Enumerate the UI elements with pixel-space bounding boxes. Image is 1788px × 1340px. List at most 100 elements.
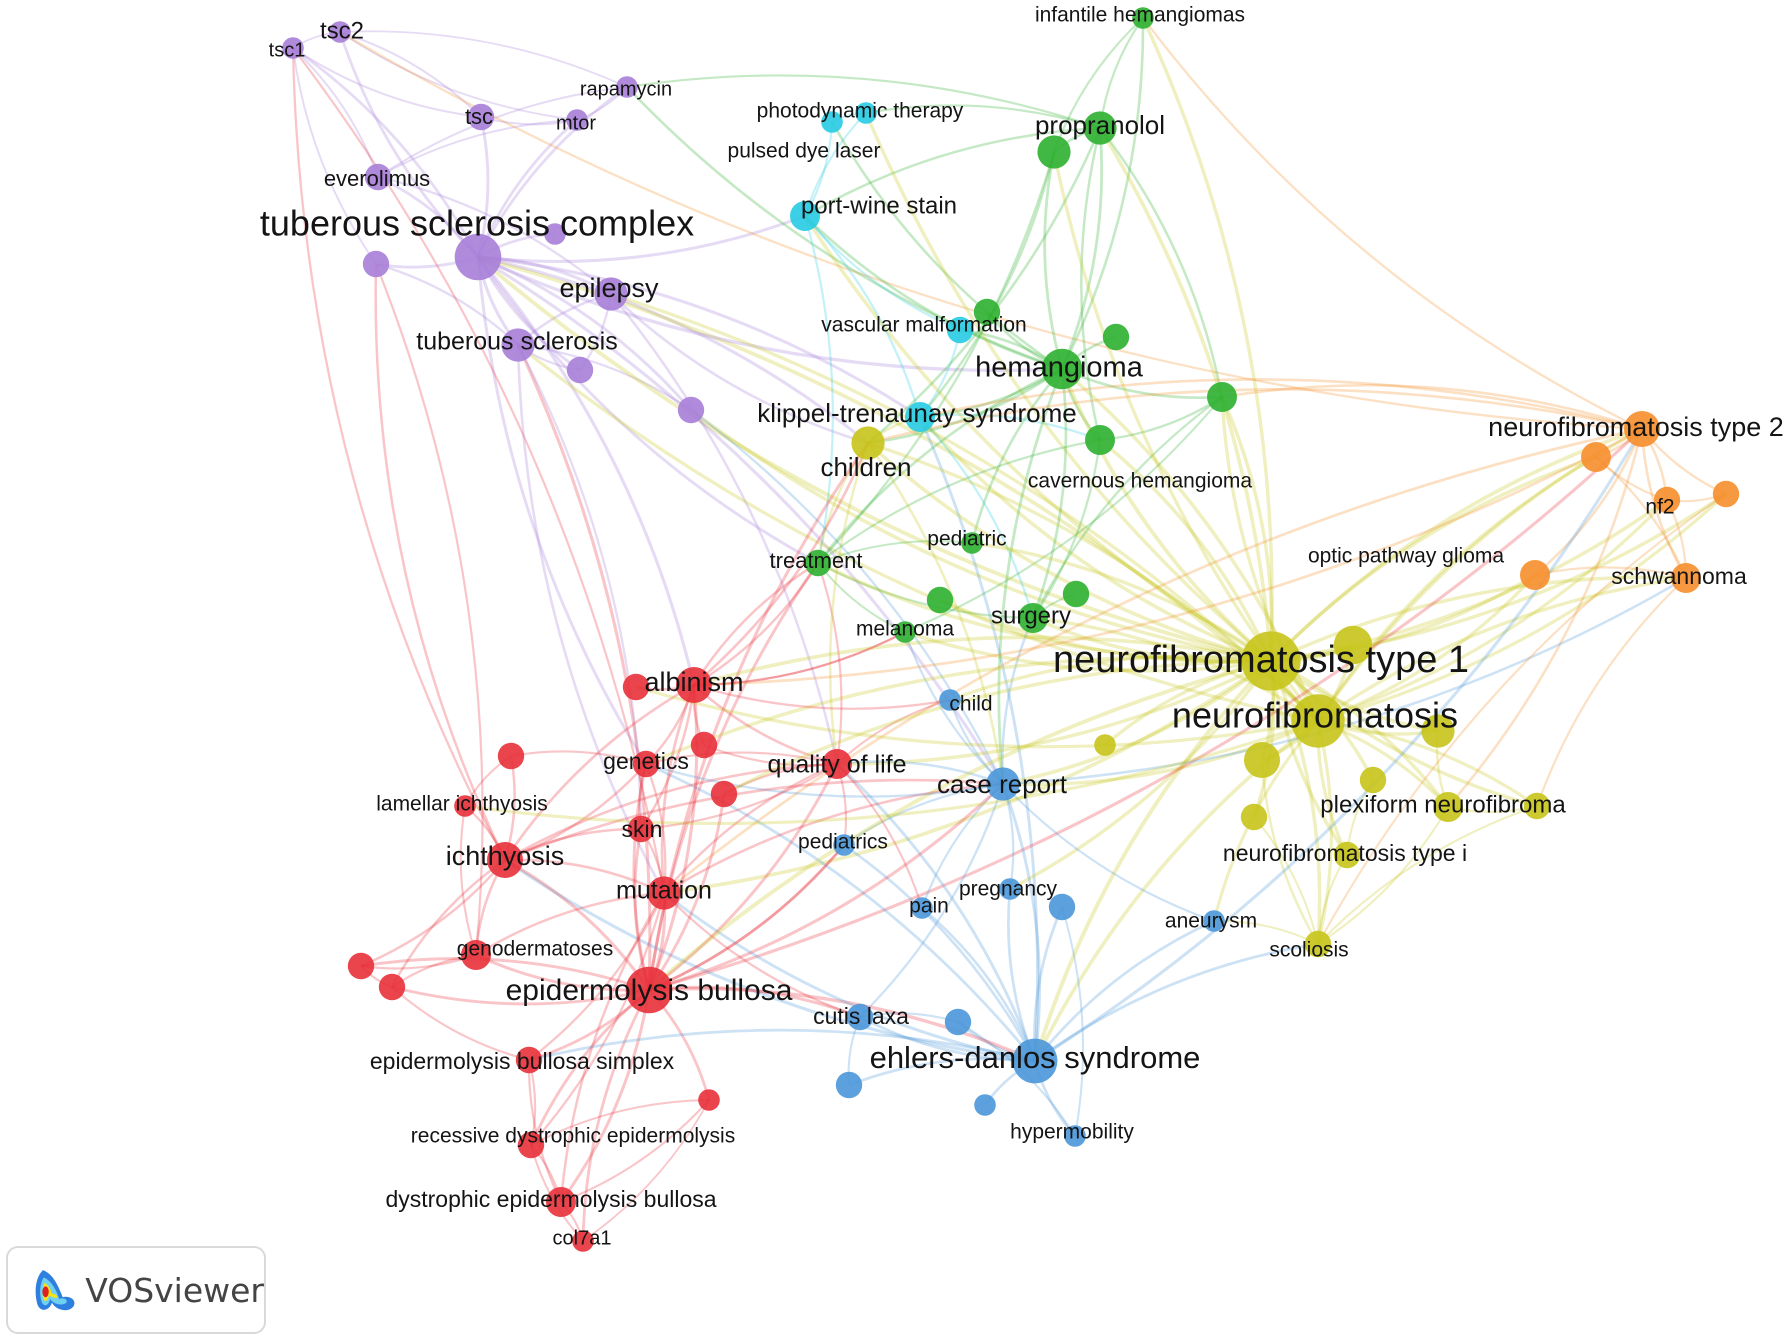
node-hypermobility[interactable] <box>1064 1125 1086 1147</box>
node-plexiform[interactable] <box>1433 792 1463 822</box>
node-nf[interactable] <box>1291 694 1345 748</box>
edge-melanoma-case-report <box>903 631 1004 785</box>
node-cavernous[interactable] <box>1085 425 1115 455</box>
node-mutation[interactable] <box>647 876 681 910</box>
node-g-unlabeled-2[interactable] <box>973 298 1001 326</box>
node-surgery[interactable] <box>1018 603 1048 633</box>
edge-infantile-nf1 <box>1141 17 1274 662</box>
edge-g-unlabeled-5-nf1 <box>939 598 1272 664</box>
node-eds[interactable] <box>1012 1038 1058 1084</box>
node-deb[interactable] <box>546 1187 576 1217</box>
node-infantile[interactable] <box>1132 7 1154 29</box>
edge-tsc1-ichthyosis <box>291 47 507 861</box>
node-nf2-type[interactable] <box>1624 411 1660 447</box>
edge-rapamycin-propranolol <box>626 74 1101 130</box>
node-qol[interactable] <box>822 749 852 779</box>
node-g-unlabeled-1[interactable] <box>1037 135 1071 169</box>
node-g-unlabeled-3[interactable] <box>1207 382 1237 412</box>
node-tsc-complex[interactable] <box>454 233 502 281</box>
node-y-unlabeled-3[interactable] <box>1421 714 1455 748</box>
node-r-unlabeled-7[interactable] <box>698 1089 720 1111</box>
node-scoliosis[interactable] <box>1304 930 1332 958</box>
edge-eds-pain <box>921 906 1037 1062</box>
edge-p-unlabeled-3-nf1 <box>689 408 1272 663</box>
node-pws[interactable] <box>790 201 820 231</box>
node-b-unlabeled-3[interactable] <box>1048 893 1076 921</box>
label-lamellar: lamellar ichthyosis <box>376 793 548 816</box>
node-eb[interactable] <box>625 966 673 1014</box>
node-case-report[interactable] <box>986 767 1020 801</box>
node-vascular[interactable] <box>946 316 974 344</box>
node-y-unlabeled-5[interactable] <box>1523 792 1551 820</box>
node-b-unlabeled-1[interactable] <box>944 1008 972 1036</box>
node-children[interactable] <box>851 426 885 460</box>
node-pediatrics[interactable] <box>833 834 855 856</box>
node-pediatric[interactable] <box>961 532 983 554</box>
node-pain[interactable] <box>911 897 933 919</box>
node-r-unlabeled-1[interactable] <box>622 673 650 701</box>
node-o-unlabeled-2[interactable] <box>1712 480 1740 508</box>
node-g-unlabeled-4[interactable] <box>1102 323 1130 351</box>
edge-albinism-eb <box>647 684 699 991</box>
node-pregnancy[interactable] <box>999 878 1021 900</box>
node-tsc1[interactable] <box>282 37 304 59</box>
node-albinism[interactable] <box>676 667 712 703</box>
node-rdeb[interactable] <box>517 1131 545 1159</box>
node-y-unlabeled-6[interactable] <box>1359 766 1387 794</box>
node-b-unlabeled-2[interactable] <box>835 1071 863 1099</box>
node-y-unlabeled-2[interactable] <box>1244 742 1280 778</box>
edge-treatment-eb <box>647 562 820 991</box>
node-pdl[interactable] <box>821 111 843 133</box>
node-r-unlabeled-2[interactable] <box>497 742 525 770</box>
node-r-unlabeled-6[interactable] <box>378 973 406 1001</box>
node-g-unlabeled-6[interactable] <box>1062 580 1090 608</box>
node-ichthyosis[interactable] <box>487 842 523 878</box>
edge-treatment-albinism <box>693 562 820 687</box>
node-g-unlabeled-5[interactable] <box>926 586 954 614</box>
edge-hemangioma-treatment <box>816 367 1063 564</box>
node-kts[interactable] <box>905 402 935 432</box>
node-ebs[interactable] <box>515 1046 543 1074</box>
node-col7a1[interactable] <box>572 1230 594 1252</box>
node-genodermatoses[interactable] <box>461 940 491 970</box>
node-propranolol[interactable] <box>1083 111 1117 145</box>
node-photodynamic[interactable] <box>855 102 877 124</box>
node-nf1[interactable] <box>1241 631 1301 691</box>
node-aneurysm[interactable] <box>1203 910 1225 932</box>
node-r-unlabeled-4[interactable] <box>710 780 738 808</box>
node-melanoma[interactable] <box>894 621 916 643</box>
node-tsc[interactable] <box>467 103 495 131</box>
node-p-unlabeled-4[interactable] <box>544 223 566 245</box>
node-skin[interactable] <box>627 815 655 843</box>
node-nf2[interactable] <box>1653 486 1681 514</box>
node-r-unlabeled-3[interactable] <box>690 731 718 759</box>
node-schwannoma[interactable] <box>1671 563 1701 593</box>
node-child[interactable] <box>939 689 961 711</box>
node-hemangioma[interactable] <box>1041 348 1083 390</box>
node-b-unlabeled-4[interactable] <box>974 1094 996 1116</box>
edge-y-unlabeled-2-scoliosis <box>1260 759 1320 945</box>
node-y-unlabeled-4[interactable] <box>1240 803 1268 831</box>
edge-nf2-type-plexiform <box>1447 428 1644 808</box>
node-cutis-laxa[interactable] <box>846 1003 874 1031</box>
edge-g-unlabeled-3-nf2-type <box>1221 383 1643 431</box>
node-genetics[interactable] <box>632 750 660 778</box>
node-y-unlabeled-7[interactable] <box>1094 734 1116 756</box>
node-tuberous-sclerosis[interactable] <box>501 328 535 362</box>
edge-kts-nf1 <box>918 415 1272 663</box>
node-treatment[interactable] <box>804 549 832 577</box>
node-r-unlabeled-5[interactable] <box>347 952 375 980</box>
node-nf-type-i[interactable] <box>1333 841 1361 869</box>
node-mtor[interactable] <box>566 109 588 131</box>
node-o-unlabeled-1[interactable] <box>1581 442 1611 472</box>
node-rapamycin[interactable] <box>616 76 638 98</box>
node-y-unlabeled-1[interactable] <box>1333 625 1373 665</box>
node-everolimus[interactable] <box>364 163 392 191</box>
node-lamellar[interactable] <box>454 795 476 817</box>
node-p-unlabeled-3[interactable] <box>677 396 705 424</box>
node-tsc2[interactable] <box>329 21 351 43</box>
node-epilepsy[interactable] <box>594 277 628 311</box>
node-opg[interactable] <box>1520 560 1550 590</box>
node-p-unlabeled-1[interactable] <box>362 250 390 278</box>
node-p-unlabeled-2[interactable] <box>566 356 594 384</box>
